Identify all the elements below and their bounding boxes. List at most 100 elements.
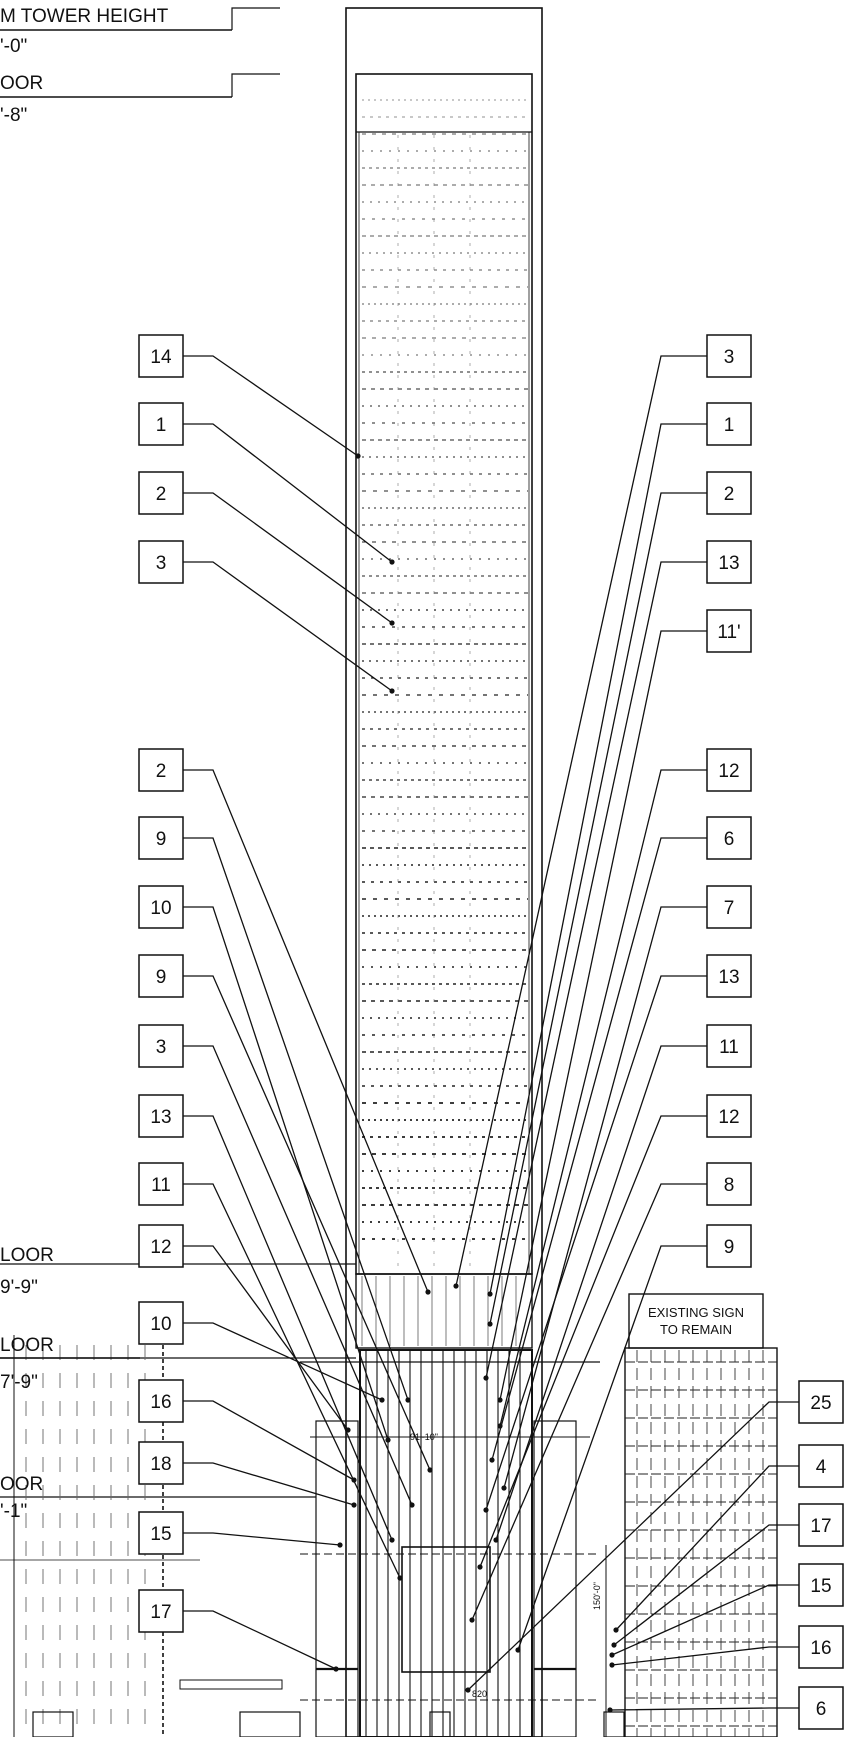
leader-dot [351,1502,357,1508]
callout-tag: 9 [138,954,184,998]
callout-number: 15 [810,1576,831,1597]
ground-door [429,1711,451,1737]
callout-box [138,1024,184,1068]
leader-line [183,975,431,1471]
level-title: LOOR [0,1335,54,1356]
callout-number: 1 [156,415,167,436]
leader-dot [427,1467,433,1473]
callout-number: 9 [724,1237,735,1258]
leader-line [495,1045,707,1541]
leader-dot [355,453,361,459]
level-upper-floor: OOR '-8" [0,73,280,126]
dimension-base: 820 [472,1689,487,1699]
callout-box [138,1379,184,1423]
callout-number: 3 [724,347,735,368]
level-top-height: M TOWER HEIGHT '-0" [0,6,280,57]
leader-dot [405,1397,411,1403]
leader-line [183,1045,413,1506]
callout-tag: 17 [798,1503,844,1547]
callout-tag: 12 [138,1224,184,1268]
leader-line [183,1183,401,1579]
leader-line [183,355,359,457]
callout-number: 8 [724,1175,735,1196]
callout-tag: 14 [138,334,184,378]
leader-line [611,1646,799,1666]
callout-box [138,1094,184,1138]
callout-tag: 6 [798,1686,844,1730]
leader-dot [487,1321,493,1327]
callout-tag: 12 [706,1094,752,1138]
callout-box [798,1563,844,1607]
callout-tag: 9 [138,816,184,860]
callout-box [138,1301,184,1345]
callout-tag: 17 [138,1589,184,1633]
leader-line [499,769,707,1427]
callout-tag: 1 [706,402,752,446]
callout-box [706,954,752,998]
callout-number: 9 [156,967,167,988]
right-adjacent-building [624,1293,778,1737]
callout-tag: 15 [138,1511,184,1555]
leader-dot [489,1457,495,1463]
leader-line [183,423,393,563]
leader-dot [515,1647,521,1653]
leader-dot [487,1291,493,1297]
callout-number: 14 [150,347,172,368]
callout-tag: 4 [798,1444,844,1488]
level-title: LOOR [0,1245,54,1266]
level-title: OOR [0,1474,43,1495]
callout-tag: 11' [706,609,752,653]
callout-number: 6 [724,829,735,850]
leader-dot [333,1666,339,1672]
callout-number: 11 [151,1175,171,1196]
callout-tag: 11 [138,1162,184,1206]
callout-box [706,334,752,378]
existing-sign: EXISTING SIGN TO REMAIN [648,1305,744,1337]
callout-box [706,885,752,929]
callout-number: 12 [718,761,739,782]
leader-dot [409,1502,415,1508]
callout-box [138,1162,184,1206]
sign-line-1: EXISTING SIGN [648,1305,744,1320]
callout-tag: 25 [798,1380,844,1424]
leader-line [455,355,707,1287]
callout-box [706,748,752,792]
leader-line [485,561,707,1379]
tower-facade-pattern [362,99,528,1270]
leader-line [183,1245,349,1431]
callout-box [138,816,184,860]
callout-box [706,1224,752,1268]
leader-line [613,1524,799,1646]
leader-line [611,1584,799,1656]
leader-dot [453,1283,459,1289]
callout-number: 7 [724,898,735,919]
leader-dot [613,1627,619,1633]
callout-tag: 8 [706,1162,752,1206]
leader-dot [385,1437,391,1443]
callout-number: 13 [718,553,739,574]
level-value: '-0" [0,36,27,57]
leader-line [479,1115,707,1568]
leader-line [489,492,707,1325]
callout-box [798,1625,844,1669]
leader-dot [609,1652,615,1658]
callout-tag: 13 [706,540,752,584]
callout-box [138,748,184,792]
callout-box [706,1094,752,1138]
leader-line [183,769,429,1293]
callout-number: 6 [816,1699,827,1720]
callout-box [798,1380,844,1424]
callout-box [138,402,184,446]
callout-number: 9 [156,829,167,850]
leader-line [491,837,707,1461]
callout-number: 15 [150,1524,171,1545]
callout-tag: 16 [798,1625,844,1669]
callout-tag: 13 [706,954,752,998]
leader-line [183,906,389,1441]
leader-line [609,1707,799,1711]
level-floor-c: OOR '-1" [0,1474,43,1522]
callout-tag: 9 [706,1224,752,1268]
leader-dot [611,1642,617,1648]
callout-tag: 12 [706,748,752,792]
